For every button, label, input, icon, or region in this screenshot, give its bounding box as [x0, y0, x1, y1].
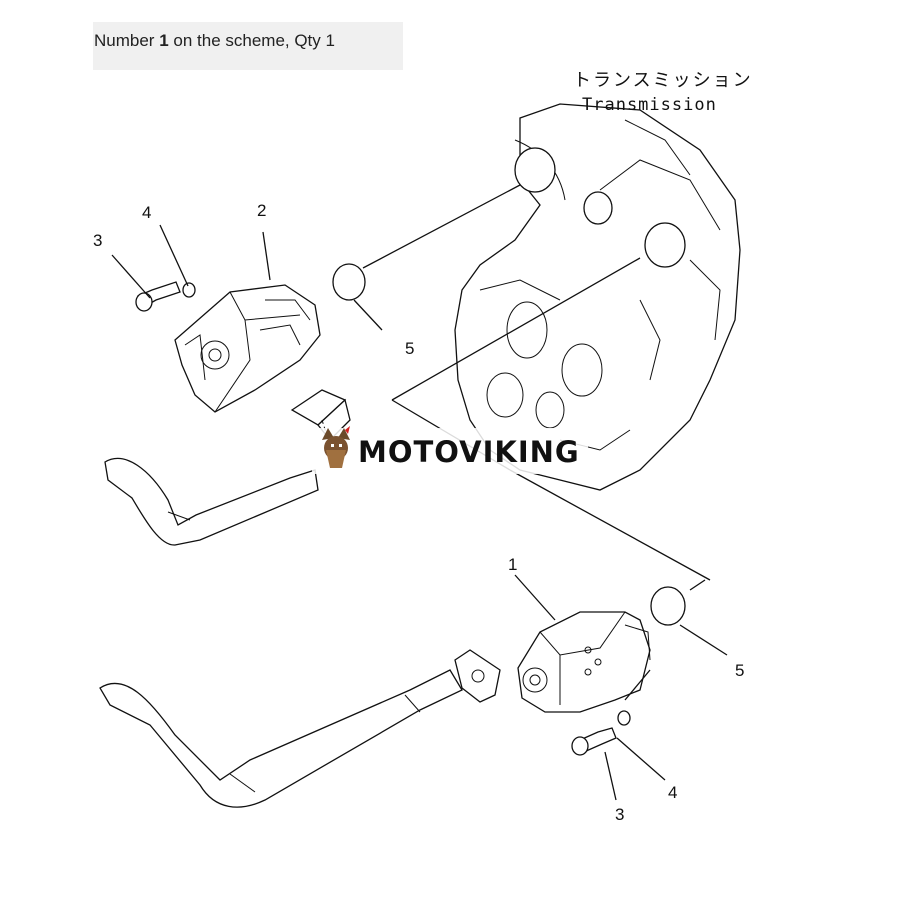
transmission-housing	[454, 103, 741, 491]
caption-number: 1	[159, 31, 169, 50]
leader-lines	[111, 184, 728, 801]
callout-upper-o-ring: 5	[405, 339, 414, 358]
viking-head-icon	[322, 426, 350, 468]
transmission-label-en: Transmission	[582, 95, 717, 115]
caption-suffix: on the scheme, Qty 1	[168, 31, 335, 50]
lower-hose	[99, 669, 463, 808]
lower-washer	[617, 710, 631, 726]
caption-prefix: Number	[94, 31, 160, 50]
callout-upper-bolt: 3	[93, 231, 102, 250]
lower-o-ring	[650, 586, 686, 626]
lower-flange	[454, 649, 501, 703]
upper-washer	[182, 282, 196, 298]
callout-lower-bolt: 3	[615, 805, 624, 824]
callout-upper-pump: 2	[257, 201, 266, 220]
callout-lower-pump: 1	[508, 555, 517, 574]
callout-upper-washer: 4	[142, 203, 151, 222]
upper-pump-2	[174, 284, 321, 413]
lower-bolt	[571, 727, 617, 756]
watermark-backdrop	[312, 428, 588, 474]
callout-lower-washer: 4	[668, 783, 677, 802]
watermark: MOTOVIKING	[312, 426, 588, 474]
lower-pump-1	[517, 611, 651, 713]
upper-hose	[104, 457, 319, 546]
scheme-caption: Number 1 on the scheme, Qty 1	[94, 31, 335, 51]
caption-box	[93, 22, 403, 70]
upper-bolt	[135, 281, 181, 312]
watermark-text: MOTOVIKING	[358, 435, 580, 469]
upper-o-ring	[332, 263, 366, 301]
transmission-label-jp: トランスミッション	[573, 70, 753, 91]
callout-lower-o-ring: 5	[735, 661, 744, 680]
